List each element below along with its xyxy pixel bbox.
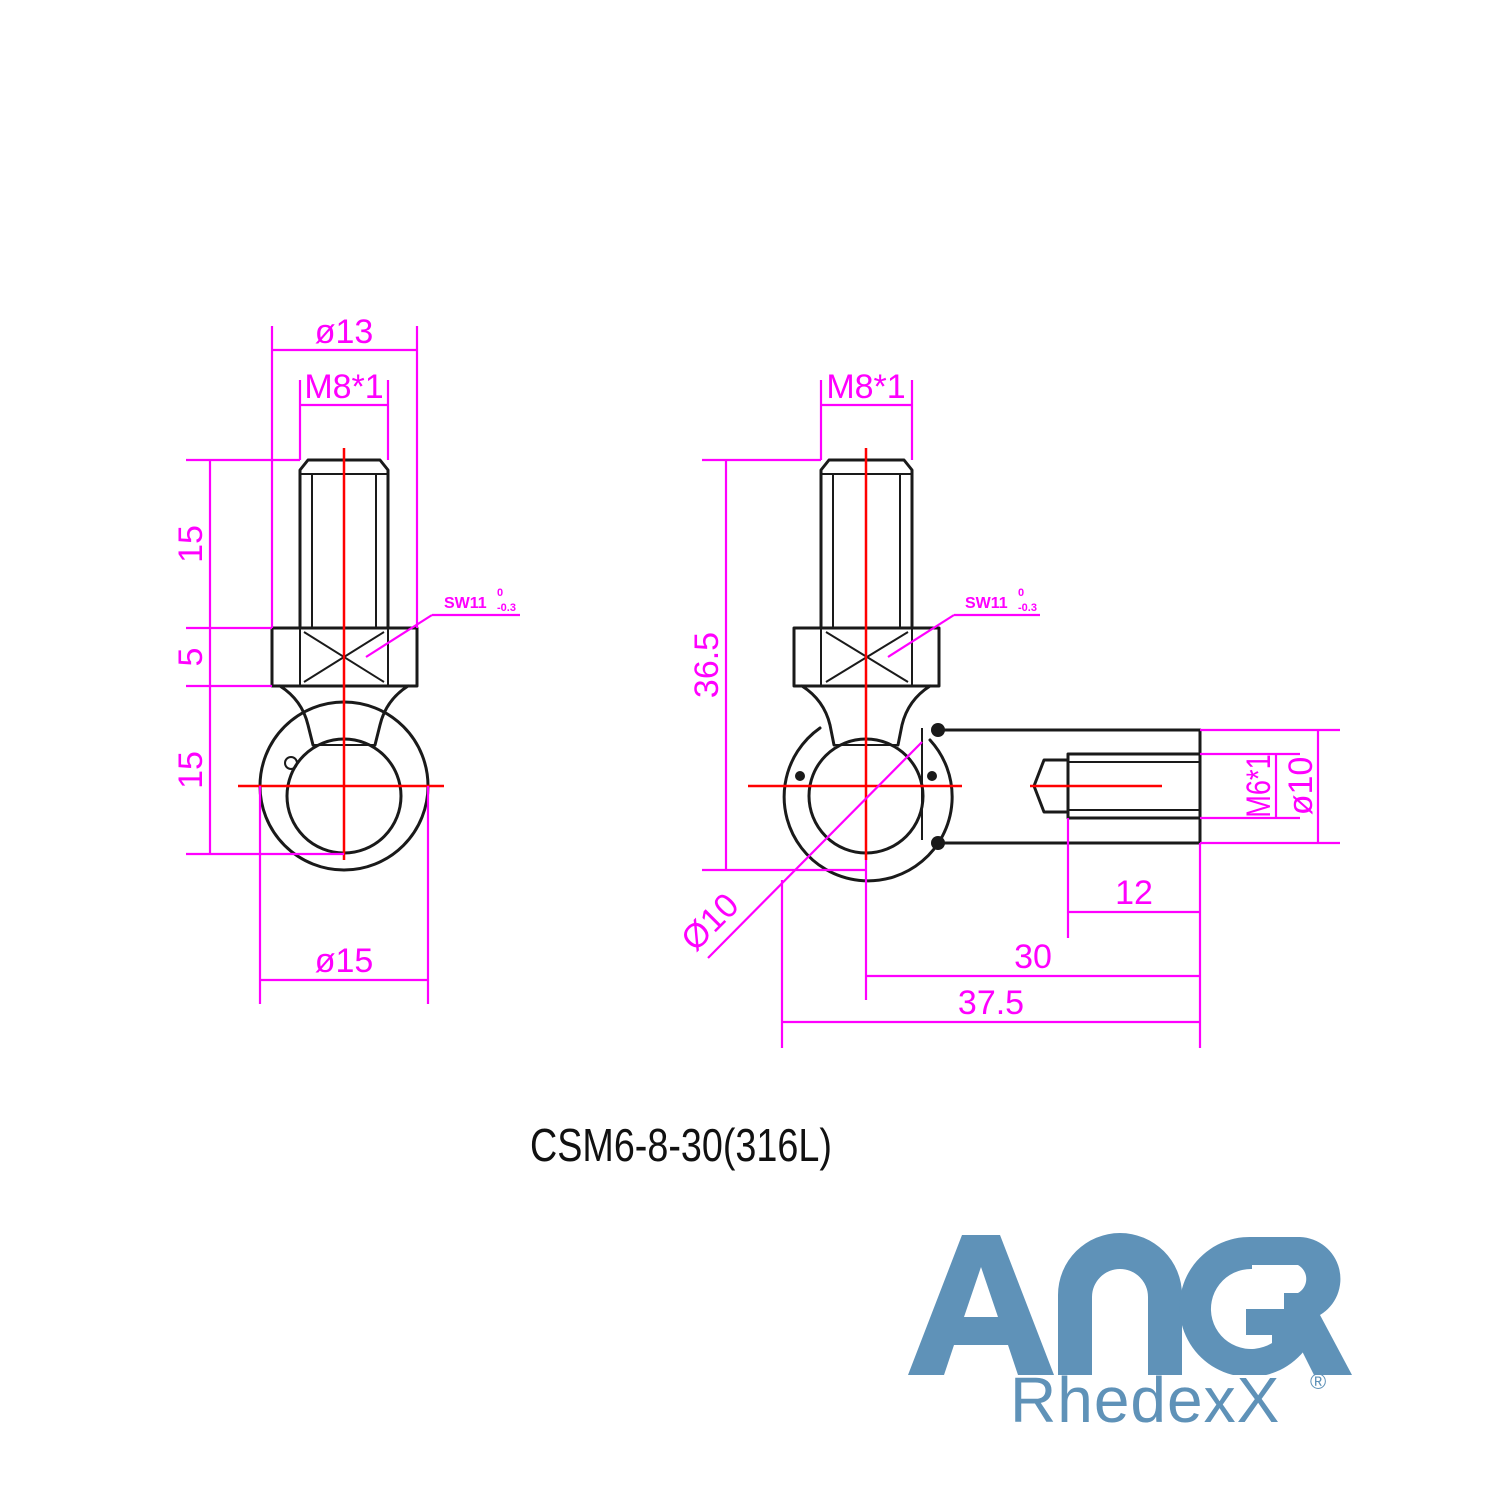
left-dim-thread-length: 15 [172, 525, 210, 563]
left-dim-wrench-tol-lower: -0.3 [497, 602, 516, 614]
left-neck [278, 684, 410, 747]
right-view [748, 448, 1202, 883]
right-dim-thread: M8*1 [826, 368, 905, 406]
left-dim-head-diameter: ø13 [315, 313, 374, 351]
left-dimensions: ø13 M8*1 15 5 15 ø15 SW11 0 -0.3 [172, 313, 520, 1004]
right-dim-wrench-size: SW11 [965, 595, 1008, 612]
right-dim-overall-length: 37.5 [958, 984, 1024, 1022]
right-dim-thread-depth: 12 [1115, 874, 1153, 912]
brand-logo: RhedexX ® [900, 1225, 1360, 1445]
right-dim-wrench-tol-lower: -0.3 [1018, 602, 1037, 614]
left-dim-neck-length: 15 [172, 751, 210, 789]
right-dim-overall-height: 36.5 [688, 632, 726, 698]
logo-registered-mark: ® [1310, 1369, 1327, 1394]
left-dim-ball-diameter: ø15 [315, 942, 374, 980]
right-dim-ball-diameter: Ø10 [674, 886, 746, 958]
right-dim-socket-thread: M6*1 [1239, 754, 1278, 817]
logo-mark-icon [908, 1233, 1352, 1377]
part-number-label: CSM6-8-30(316L) [530, 1119, 832, 1171]
left-dim-wrench-size: SW11 [444, 595, 487, 612]
right-dimensions: M8*1 36.5 SW11 0 -0.3 Ø10 M6*1 ø10 12 30 [674, 368, 1340, 1048]
right-dim-socket-diameter: ø10 [1282, 757, 1320, 816]
left-view [238, 448, 444, 872]
logo-brand-text: RhedexX [1010, 1364, 1281, 1436]
left-dim-hex-height: 5 [172, 648, 210, 667]
left-dim-thread: M8*1 [304, 368, 383, 406]
right-dim-center-length: 30 [1014, 938, 1052, 976]
right-eye-outer [782, 726, 954, 883]
left-dim-wrench-tol-upper: 0 [497, 587, 503, 599]
right-dim-wrench-tol-upper: 0 [1018, 587, 1024, 599]
right-neck [800, 684, 932, 747]
